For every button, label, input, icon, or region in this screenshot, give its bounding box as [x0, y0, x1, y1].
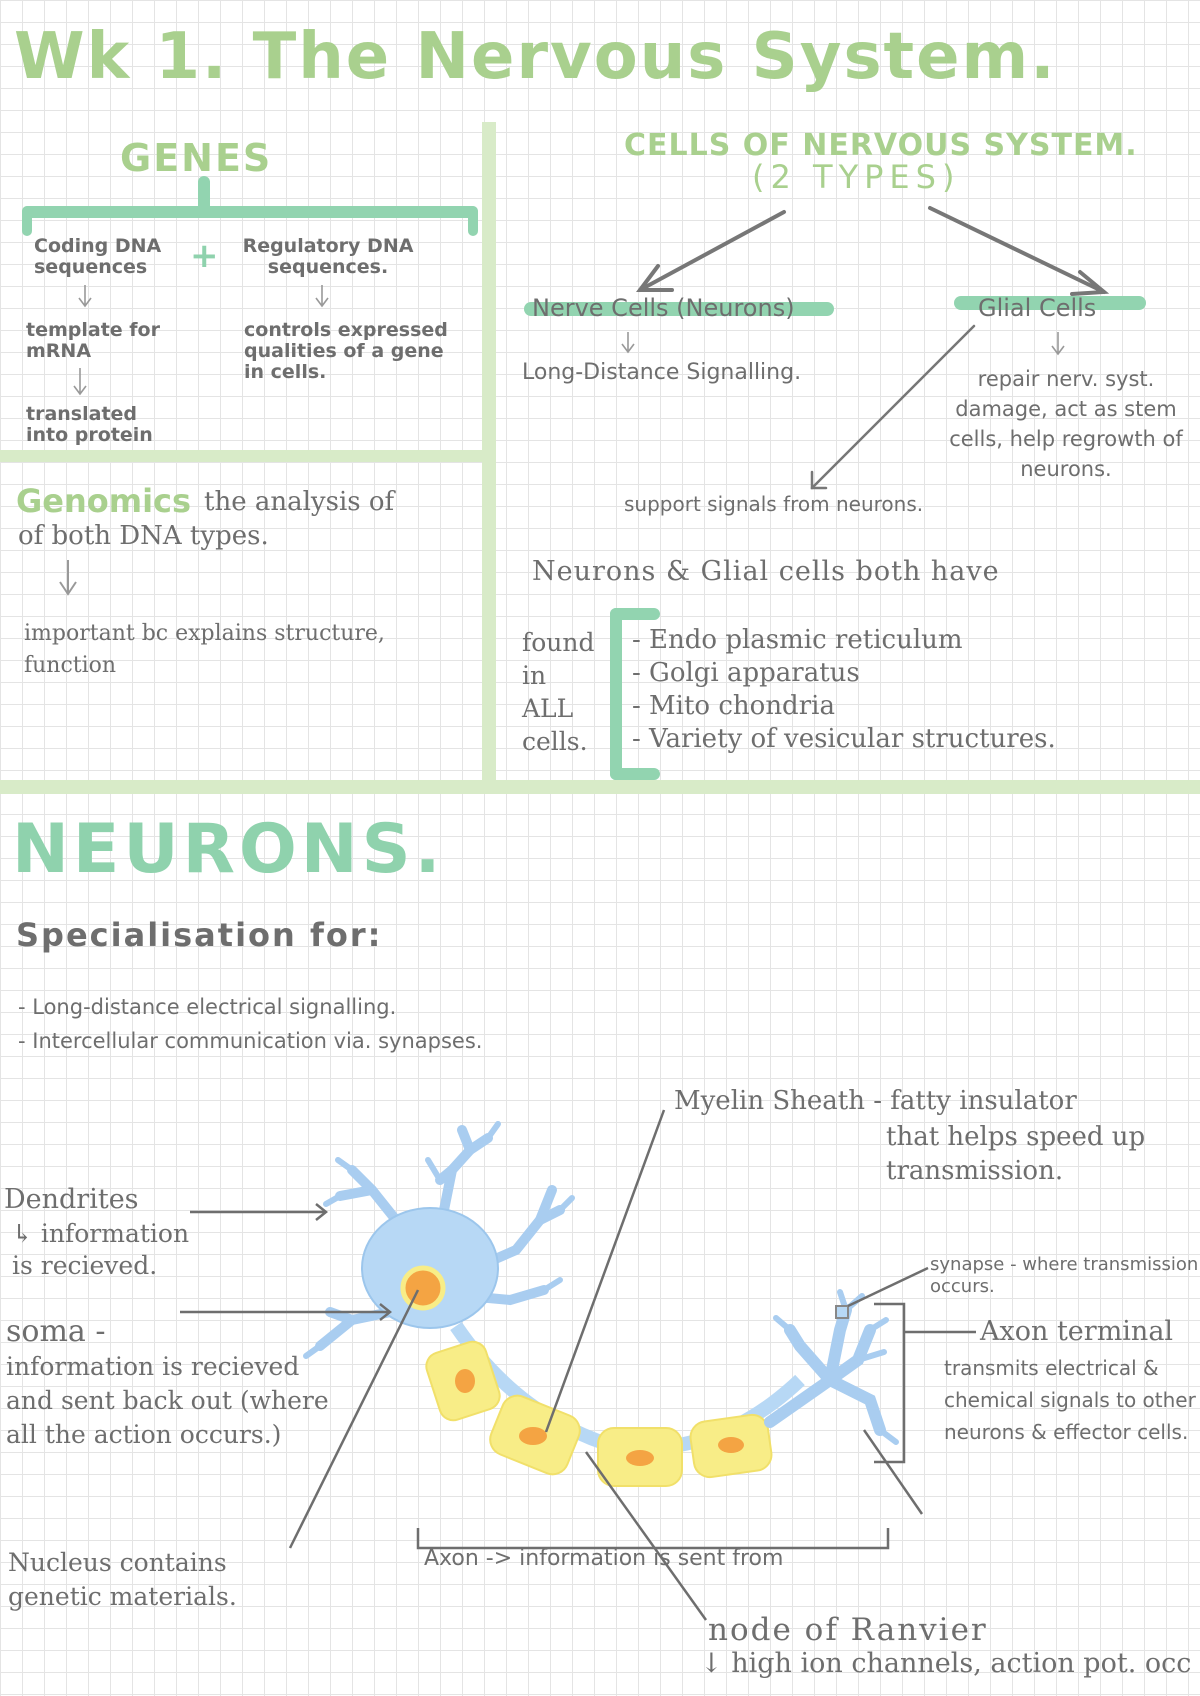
genes-bracket-left: [22, 206, 32, 236]
genomics-term: Genomics: [16, 482, 192, 520]
organelle-item: - Endo plasmic reticulum: [632, 625, 963, 655]
controls-expressed: controls expressed qualities of a gene i…: [244, 319, 448, 383]
nucleus-label: Nucleus contains genetic materials.: [8, 1548, 237, 1611]
axon-terminal-label: Axon terminal: [980, 1316, 1174, 1347]
node-of-ranvier-label: node of Ranvier: [708, 1612, 988, 1648]
dendrites-desc: ↳ information is recieved.: [12, 1219, 190, 1280]
genes-bracket-right: [468, 206, 478, 236]
genomics-importance: important bc explains structure, functio…: [24, 621, 385, 678]
template-mrna: template for mRNA: [26, 319, 160, 362]
support-signals: support signals from neurons.: [624, 492, 924, 516]
organelle-item: - Golgi apparatus: [632, 658, 860, 688]
coding-dna: Coding DNA sequences: [34, 235, 162, 278]
genes-bracket-stem: [198, 176, 210, 216]
axon-label: Axon -> information is sent from: [424, 1546, 784, 1571]
organelle-bracket-bottom: [610, 768, 660, 780]
genes-divider: [0, 450, 490, 462]
glial-cells-label: Glial Cells: [978, 294, 1097, 322]
plus-sign: +: [190, 236, 219, 276]
axon-terminal-desc: transmits electrical & chemical signals …: [944, 1356, 1196, 1444]
dendrites-label: Dendrites: [4, 1184, 139, 1215]
specialisation-item: - Long-distance electrical signalling.: [18, 995, 397, 1019]
section-divider: [0, 780, 1200, 794]
organelle-item: - Mito chondria: [632, 691, 835, 721]
myelin-label: Myelin Sheath - fatty insulator: [674, 1086, 1077, 1116]
genes-heading: GENES: [120, 136, 273, 180]
regulatory-dna: Regulatory DNA sequences.: [242, 235, 414, 278]
translated-protein: translated into protein: [26, 403, 153, 446]
specialisation-heading: Specialisation for:: [16, 916, 383, 954]
glial-cells-desc: repair nerv. syst. damage, act as stem c…: [949, 367, 1183, 481]
specialisation-item: - Intercellular communication via. synap…: [18, 1029, 483, 1053]
both-have: Neurons & Glial cells both have: [532, 556, 1000, 587]
found-in-all: found in ALL cells.: [522, 628, 595, 756]
organelle-bracket-top: [610, 608, 660, 620]
genomics-definition-1: the analysis of: [204, 487, 395, 517]
cells-subheading: (2 TYPES): [752, 158, 961, 196]
organelle-item: - Variety of vesicular structures.: [632, 724, 1056, 754]
nerve-cells-desc: Long-Distance Signalling.: [522, 360, 802, 385]
synapse-label: synapse - where transmission occurs.: [930, 1254, 1199, 1297]
soma-label: soma -: [6, 1314, 106, 1349]
neurons-heading: NEURONS.: [12, 810, 445, 889]
glial-cells-highlight: [954, 296, 1146, 310]
nerve-cells-label: Nerve Cells (Neurons): [532, 294, 795, 322]
specialisation-list: - Long-distance electrical signalling. -…: [18, 990, 482, 1058]
page-title: Wk 1. The Nervous System.: [14, 20, 1057, 94]
soma-desc: information is recieved and sent back ou…: [6, 1352, 329, 1449]
organelle-bracket-left: [610, 608, 622, 780]
organelle-list: - Endo plasmic reticulum - Golgi apparat…: [632, 624, 1056, 756]
node-of-ranvier-desc: ↓ high ion channels, action pot. occ: [700, 1648, 1192, 1679]
nerve-cells-highlight: [524, 302, 834, 316]
cells-heading: CELLS OF NERVOUS SYSTEM.: [624, 128, 1138, 163]
myelin-desc: that helps speed up transmission.: [886, 1122, 1146, 1186]
genes-bracket-top: [22, 206, 478, 218]
genomics-definition-2: of both DNA types.: [18, 521, 269, 551]
